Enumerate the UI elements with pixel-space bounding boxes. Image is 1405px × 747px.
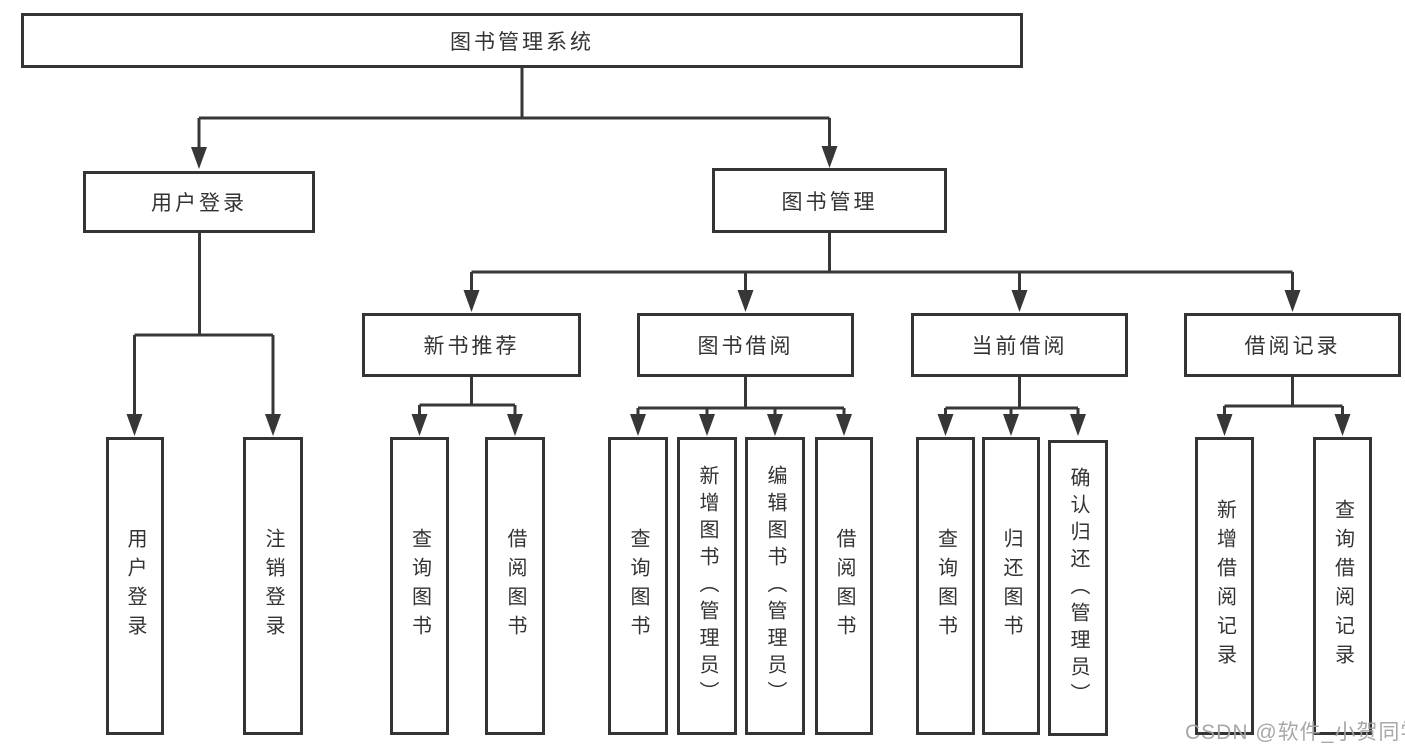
leaf-label: 注销登录	[262, 528, 284, 644]
node-book-borrow: 图书借阅	[637, 313, 854, 377]
leaf-cb-query-book: 查询图书	[916, 437, 975, 735]
node-book-management: 图书管理	[712, 168, 947, 233]
leaf-cb-confirm-return-admin: 确认归还（管理员）	[1048, 440, 1108, 736]
leaf-label: 新增图书（管理员）	[696, 464, 718, 708]
leaf-label: 查询图书	[934, 528, 957, 644]
csdn-watermark: CSDN @软件_小贺同学	[1185, 721, 1405, 744]
leaf-label: 查询图书	[627, 528, 649, 644]
node-label: 新书推荐	[423, 335, 520, 358]
node-label: 用户登录	[151, 192, 247, 215]
node-label: 当前借阅	[971, 335, 1068, 358]
arrowheads	[126, 146, 1351, 436]
leaf-cb-return-book: 归还图书	[982, 437, 1040, 735]
leaf-label: 借阅图书	[504, 528, 526, 644]
leaf-bb-edit-book-admin: 编辑图书（管理员）	[745, 437, 805, 735]
node-user-login: 用户登录	[83, 171, 315, 233]
leaf-label: 用户登录	[124, 528, 146, 644]
leaf-bb-query-book: 查询图书	[608, 437, 668, 735]
leaf-label: 确认归还（管理员）	[1067, 466, 1089, 710]
leaf-logout: 注销登录	[243, 437, 303, 735]
node-current-borrow: 当前借阅	[911, 313, 1128, 377]
leaf-label: 归还图书	[1000, 528, 1022, 644]
leaf-label: 查询图书	[408, 528, 431, 644]
leaf-label: 查询借阅记录	[1331, 499, 1354, 673]
leaf-br-query-record: 查询借阅记录	[1313, 437, 1372, 735]
node-label: 借阅记录	[1244, 335, 1341, 358]
leaf-ns-query-book: 查询图书	[390, 437, 449, 735]
node-new-book-recommend: 新书推荐	[362, 313, 581, 377]
node-label: 图书管理	[781, 190, 878, 214]
leaf-label: 借阅图书	[833, 528, 855, 644]
leaf-br-add-record: 新增借阅记录	[1195, 437, 1254, 735]
node-borrow-records: 借阅记录	[1184, 313, 1401, 377]
node-label: 图书借阅	[697, 335, 794, 358]
leaf-bb-add-book-admin: 新增图书（管理员）	[677, 437, 737, 735]
leaf-label: 新增借阅记录	[1213, 499, 1236, 673]
leaf-bb-borrow-book: 借阅图书	[815, 437, 873, 735]
leaf-label: 编辑图书（管理员）	[764, 464, 786, 708]
leaf-user-login: 用户登录	[106, 437, 164, 735]
leaf-ns-borrow-book: 借阅图书	[485, 437, 545, 735]
node-root: 图书管理系统	[21, 13, 1023, 68]
node-label: 图书管理系统	[450, 30, 594, 54]
